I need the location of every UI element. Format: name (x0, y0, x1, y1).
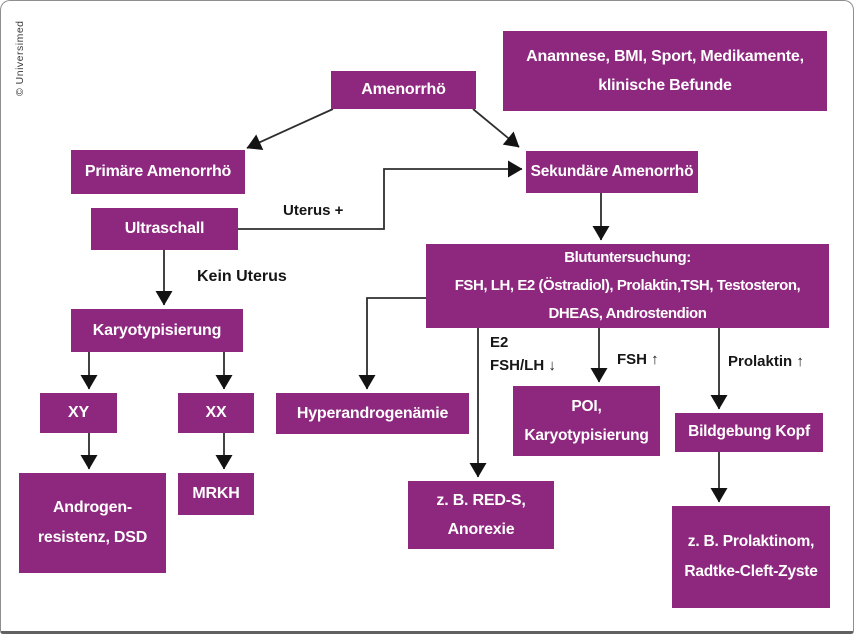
node-sekundaere-amenorrhoe: Sekundäre Amenorrhö (526, 151, 698, 193)
node-hyperandrogenaemie: Hyperandrogenämie (276, 393, 469, 434)
node-amenorrhoe: Amenorrhö (331, 71, 476, 109)
edge-label-kein-uterus: Kein Uterus (197, 268, 287, 285)
node-xy: XY (40, 393, 117, 433)
arrow-blut-to-hyperandrogenaemie (358, 297, 426, 390)
node-poi-karyotypisierung: POI, Karyotypisierung (513, 386, 660, 456)
node-primaere-amenorrhoe: Primäre Amenorrhö (71, 150, 245, 194)
node-ultraschall: Ultraschall (91, 208, 238, 250)
node-prolaktinom-zyste: z. B. Prolaktinom, Radtke-Cleft-Zyste (672, 506, 830, 608)
node-blutuntersuchung: Blutuntersuchung: FSH, LH, E2 (Östradiol… (426, 244, 829, 328)
node-karyotypisierung: Karyotypisierung (71, 309, 243, 352)
node-bildgebung-kopf: Bildgebung Kopf (675, 413, 823, 452)
node-mrkh: MRKH (178, 473, 254, 515)
edge-label-e2: E2 (490, 334, 509, 351)
arrow-amenorrhoe-to-sekundaere (472, 108, 520, 148)
arrow-amenorrhoe-to-primaere (246, 108, 334, 150)
edge-label-prolaktin-high: Prolaktin ↑ (728, 353, 804, 370)
node-xx: XX (178, 393, 254, 433)
arrow-ultraschall-to-sekundaere (238, 160, 523, 230)
node-androgenresistenz-dsd: Androgen- resistenz, DSD (19, 473, 166, 573)
node-reds-anorexie: z. B. RED-S, Anorexie (408, 481, 554, 549)
edge-label-fsh-high: FSH ↑ (617, 351, 659, 368)
node-anamnese: Anamnese, BMI, Sport, Medikamente, klini… (503, 31, 827, 111)
edge-label-fsh-lh-down: FSH/LH ↓ (490, 357, 556, 374)
edge-label-uterus-plus: Uterus + (283, 202, 344, 219)
